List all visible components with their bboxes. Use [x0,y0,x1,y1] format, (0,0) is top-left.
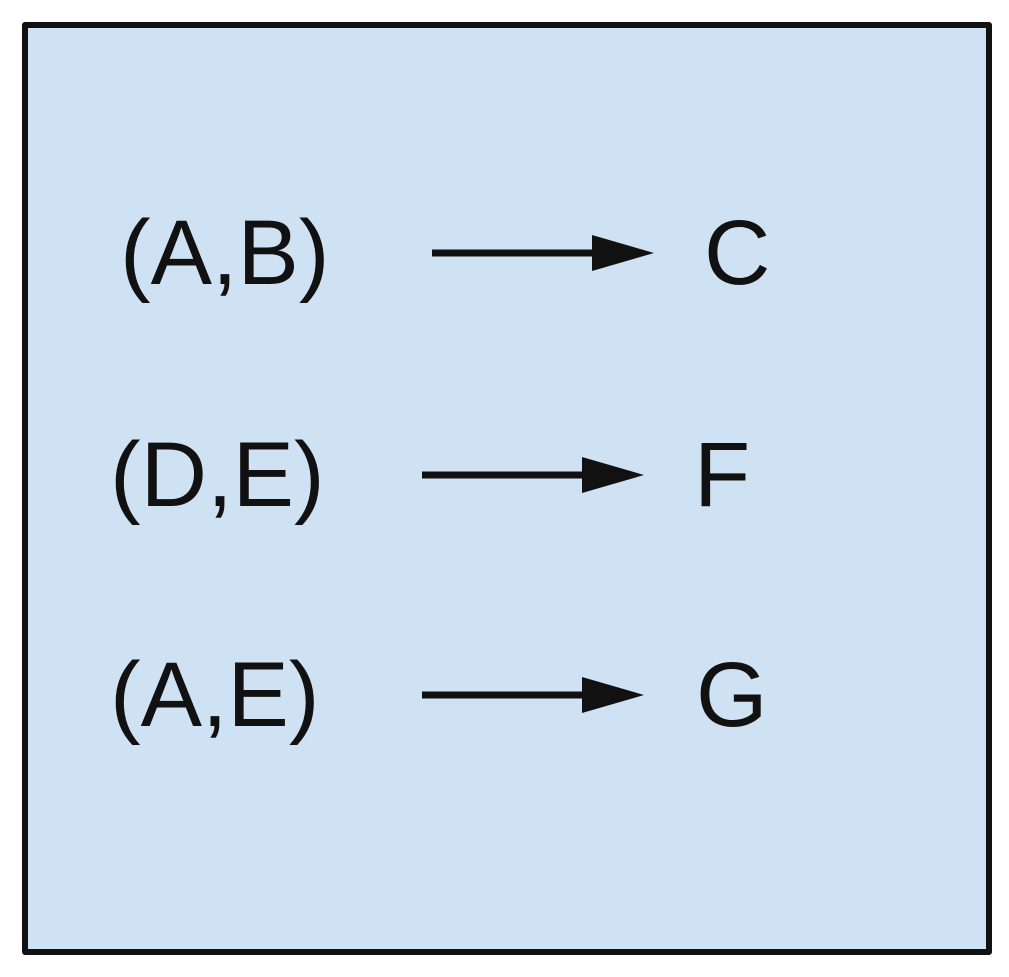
right-arrow-icon [422,457,644,493]
rule-lhs-label: (A,E) [110,644,320,746]
rule-row: (A,E) G [28,640,986,750]
rule-lhs-label: (A,B) [120,202,330,304]
rule-rhs-label: C [704,202,771,304]
rule-lhs-label: (D,E) [110,424,325,526]
right-arrow-icon [422,677,644,713]
rule-rhs-label: F [694,424,751,526]
rule-rhs-label: G [696,644,768,746]
rules-box: (A,B) C (D,E) F (A,E) G [22,22,992,955]
right-arrow-icon [432,235,654,271]
rule-row: (D,E) F [28,420,986,530]
rule-row: (A,B) C [28,198,986,308]
